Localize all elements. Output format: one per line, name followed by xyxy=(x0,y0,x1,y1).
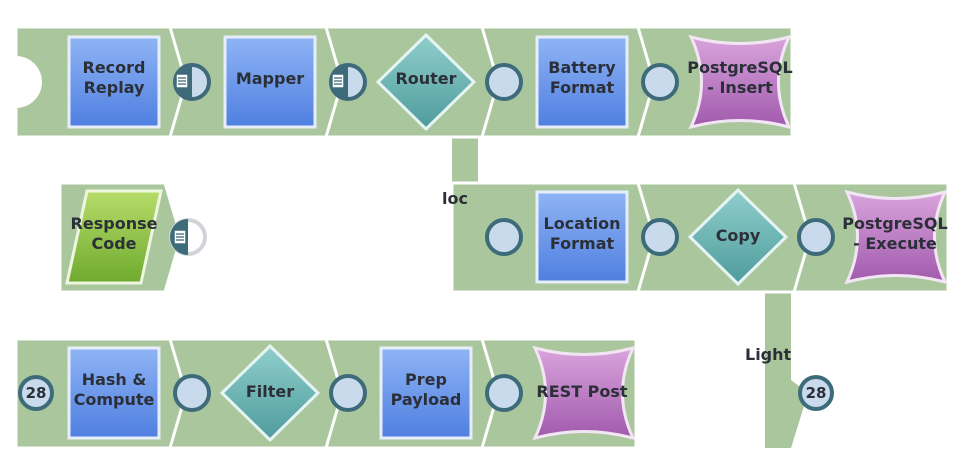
postgres-execute-label-2: - Execute xyxy=(853,234,937,253)
hash-input-badge[interactable]: 28 xyxy=(18,375,54,411)
route-label-light: Light xyxy=(745,345,792,364)
mapper-snap[interactable]: Mapper xyxy=(223,35,317,129)
copy-snap[interactable]: Copy xyxy=(687,187,789,287)
prep-payload-snap[interactable]: Prep Payload xyxy=(379,346,473,440)
record-replay-snap[interactable]: Record Replay xyxy=(67,35,161,129)
prep-payload-output-port[interactable] xyxy=(485,374,523,412)
response-code-label-1: Response xyxy=(71,214,158,233)
postgres-execute-label-1: PostgreSQL xyxy=(842,214,947,233)
record-replay-label-1: Record xyxy=(83,58,146,77)
rest-post-label: REST Post xyxy=(536,382,628,401)
prep-payload-label-2: Payload xyxy=(391,390,462,409)
postgres-insert-snap[interactable]: PostgreSQL - Insert xyxy=(687,34,793,130)
battery-format-output-port[interactable] xyxy=(641,63,679,101)
router-snap[interactable]: Router xyxy=(375,32,477,132)
route-label-loc: loc xyxy=(442,189,468,208)
battery-format-snap[interactable]: Battery Format xyxy=(535,35,629,129)
copy-light-connector xyxy=(765,284,791,384)
location-format-label-1: Location xyxy=(544,214,621,233)
battery-format-label-2: Format xyxy=(550,78,615,97)
record-replay-output-port[interactable] xyxy=(173,63,211,101)
location-format-input-port[interactable] xyxy=(485,218,523,256)
light-branch-tail xyxy=(765,380,808,448)
location-format-snap[interactable]: Location Format xyxy=(535,190,629,284)
filter-output-port[interactable] xyxy=(329,374,367,412)
hash-compute-output-port[interactable] xyxy=(173,374,211,412)
rest-post-snap[interactable]: REST Post xyxy=(532,345,636,441)
pipeline-input-notch xyxy=(16,56,42,108)
postgres-insert-label-2: - Insert xyxy=(707,78,773,97)
record-replay-label-2: Replay xyxy=(84,78,145,97)
hash-compute-label-2: Compute xyxy=(74,390,155,409)
location-format-output-port[interactable] xyxy=(641,218,679,256)
hash-compute-snap[interactable]: Hash & Compute xyxy=(67,346,161,440)
filter-snap[interactable]: Filter xyxy=(219,343,321,443)
router-label: Router xyxy=(395,69,456,88)
mapper-output-port[interactable] xyxy=(329,63,367,101)
response-code-label-2: Code xyxy=(91,234,136,253)
copy-label: Copy xyxy=(716,226,761,245)
filter-label: Filter xyxy=(246,382,294,401)
response-code-snap[interactable]: Response Code xyxy=(65,189,163,285)
light-output-badge-count: 28 xyxy=(806,384,827,402)
mapper-label: Mapper xyxy=(236,69,304,88)
copy-output-port[interactable] xyxy=(797,218,835,256)
location-format-label-2: Format xyxy=(550,234,615,253)
postgres-execute-snap[interactable]: PostgreSQL - Execute xyxy=(842,189,948,285)
hash-input-badge-count: 28 xyxy=(26,384,47,402)
light-output-badge[interactable]: 28 xyxy=(798,375,834,411)
battery-format-label-1: Battery xyxy=(548,58,616,77)
prep-payload-label-1: Prep xyxy=(405,370,447,389)
hash-compute-label-1: Hash & xyxy=(82,370,147,389)
response-code-output-port[interactable] xyxy=(169,218,207,256)
postgres-insert-label-1: PostgreSQL xyxy=(687,58,792,77)
router-output-port[interactable] xyxy=(485,63,523,101)
